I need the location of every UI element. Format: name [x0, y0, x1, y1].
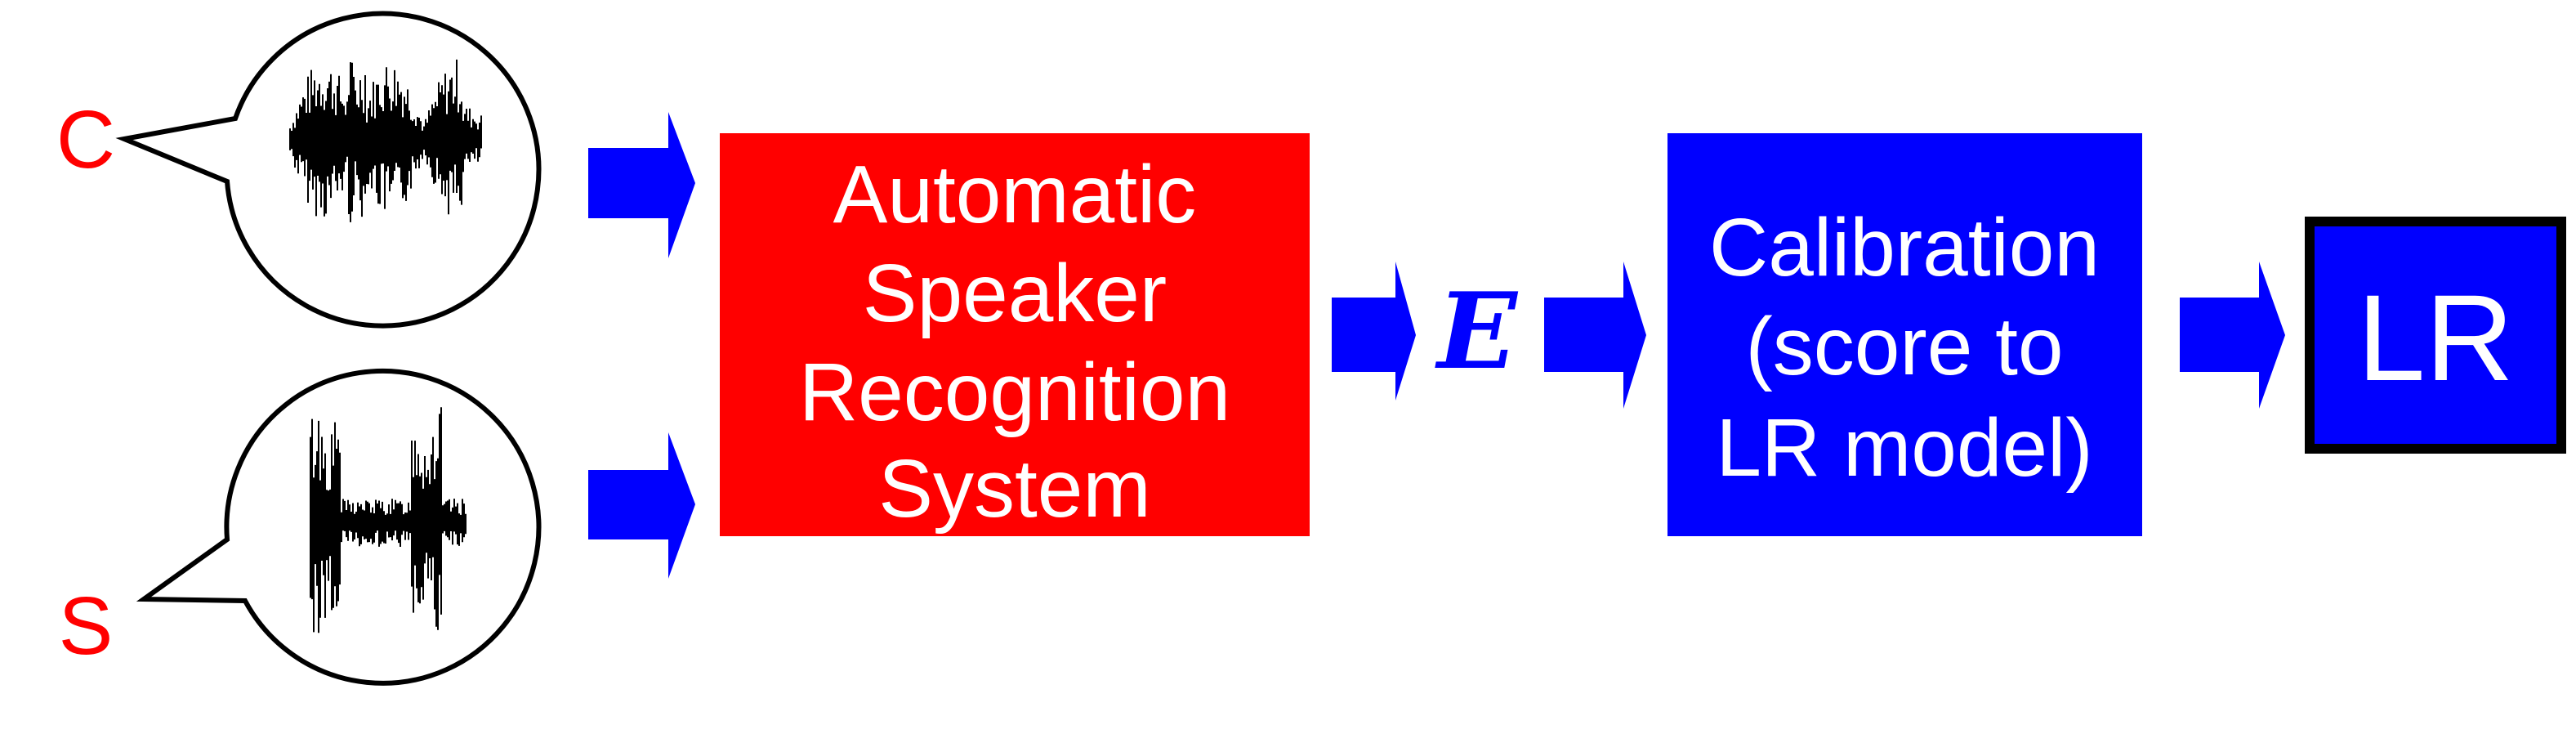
- asr-line-2: Speaker: [863, 248, 1167, 339]
- calibration-line-1: Calibration: [1709, 202, 2100, 293]
- arrow-s-to-asr: [588, 432, 695, 579]
- speech-bubble-s: [136, 368, 542, 686]
- evidence-score-symbol: E: [1435, 271, 1518, 393]
- asr-line-4: System: [878, 443, 1150, 535]
- waveform-s: [310, 407, 467, 633]
- arrow-c-to-asr: [588, 112, 695, 258]
- arrow-asr-to-evidence: [1332, 262, 1416, 401]
- speech-bubble-c: [115, 11, 542, 329]
- label-s: S: [59, 580, 114, 672]
- calibration-line-3: LR model): [1716, 402, 2092, 494]
- waveform-trace: [289, 59, 482, 222]
- arrow-evidence-to-calibration: [1544, 262, 1646, 409]
- label-c: C: [56, 94, 115, 186]
- calibration-box: [1667, 133, 2142, 536]
- lr-output-label: LR: [2357, 269, 2514, 406]
- arrow-calibration-to-lr: [2180, 262, 2285, 409]
- waveform-c: [289, 59, 482, 222]
- lr-output-box: [2305, 217, 2566, 454]
- calibration-line-2: (score to: [1745, 301, 2063, 392]
- asr-system-box: [720, 133, 1310, 536]
- waveform-trace: [310, 407, 467, 633]
- asr-line-3: Recognition: [799, 347, 1230, 438]
- asr-line-1: Automatic: [833, 149, 1197, 240]
